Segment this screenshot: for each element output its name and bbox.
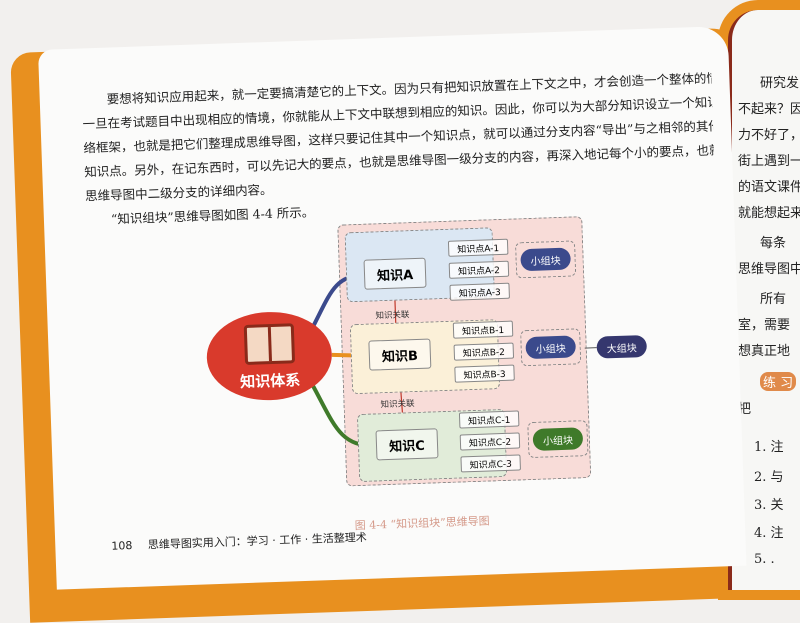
small-chunk-a: 小组块 bbox=[520, 248, 571, 272]
mind-map-figure: 知识体系 知识A 知识B 知识C 知识点A-1 知识点A-2 知识点A-3 知识… bbox=[202, 214, 652, 519]
relation-label: 知识关联 bbox=[375, 308, 409, 321]
right-page-line: 所有 bbox=[760, 288, 786, 307]
open-book-icon bbox=[244, 323, 295, 365]
right-page-line: 每条 bbox=[760, 232, 786, 251]
right-page-line: 练 习 bbox=[760, 372, 796, 391]
right-page-line: 1. 注 bbox=[754, 436, 784, 455]
node-knowledge-b: 知识B bbox=[368, 338, 431, 370]
body-text: 要想将知识应用起来，就一定要搞清楚它的上下文。因为只有把知识放置在上下文之中，才… bbox=[81, 67, 716, 233]
right-page-line: 力不好了， bbox=[738, 124, 800, 143]
node-point: 知识点A-3 bbox=[449, 283, 510, 301]
node-point: 知识点B-3 bbox=[454, 365, 515, 383]
right-page-line: 想真正地 bbox=[738, 340, 790, 359]
right-page-line: 4. 注 bbox=[754, 522, 784, 541]
right-page-line: 2. 与 bbox=[754, 466, 784, 485]
node-point: 知识点A-2 bbox=[449, 261, 510, 279]
node-point: 知识点B-2 bbox=[454, 343, 515, 361]
book-title: 思维导图实用入门：学习 · 工作 · 生活整理术 bbox=[148, 531, 367, 552]
right-page-line: 的语文课件 bbox=[738, 176, 800, 195]
right-page-line: 街上遇到一 bbox=[738, 150, 800, 169]
page-number: 108 bbox=[111, 539, 132, 553]
right-page-line: 研究发 bbox=[760, 72, 799, 91]
right-page-line: 就能想起来 bbox=[738, 202, 800, 221]
page-footer: 108 思维导图实用入门：学习 · 工作 · 生活整理术 bbox=[111, 528, 379, 553]
root-label: 知识体系 bbox=[207, 368, 333, 393]
right-page-line: 3. 关 bbox=[754, 494, 784, 513]
right-page-line: 5. . bbox=[754, 552, 775, 567]
node-point: 知识点C-1 bbox=[459, 410, 520, 428]
node-point: 知识点C-3 bbox=[460, 454, 521, 472]
node-point: 知识点B-1 bbox=[453, 321, 514, 339]
node-knowledge-a: 知识A bbox=[364, 258, 427, 290]
relation-label: 知识关联 bbox=[380, 397, 414, 410]
big-chunk: 大组块 bbox=[596, 335, 647, 359]
right-page-line: 室，需要 bbox=[738, 314, 790, 333]
small-chunk-c: 小组块 bbox=[533, 427, 584, 451]
small-chunk-b: 小组块 bbox=[525, 335, 576, 359]
right-page-line: 不起来？因 bbox=[738, 98, 800, 117]
book-page: 要想将知识应用起来，就一定要搞清楚它的上下文。因为只有把知识放置在上下文之中，才… bbox=[38, 26, 746, 590]
right-page-line: 思维导图中 bbox=[738, 258, 800, 277]
node-knowledge-c: 知识C bbox=[375, 428, 438, 460]
node-point: 知识点C-2 bbox=[460, 432, 521, 450]
node-point: 知识点A-1 bbox=[448, 239, 509, 257]
